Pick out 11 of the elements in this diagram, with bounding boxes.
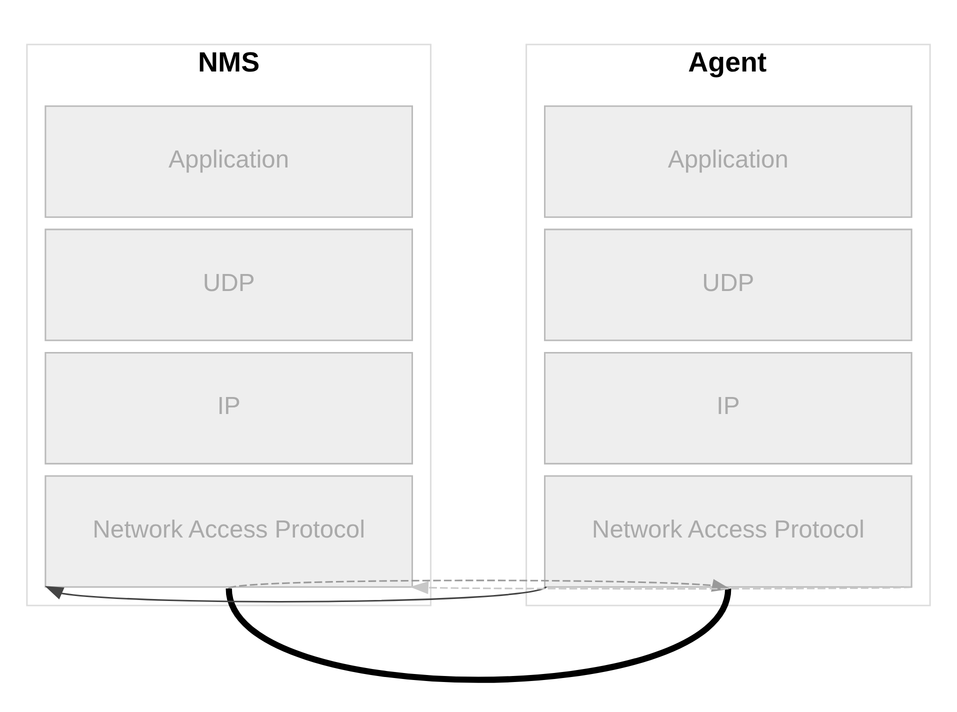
node-box: Application xyxy=(544,105,912,218)
node-box: Network Access Protocol xyxy=(544,475,912,588)
arrow xyxy=(44,586,547,602)
node-box: IP xyxy=(44,352,413,464)
arrow xyxy=(410,581,912,594)
node-box: UDP xyxy=(544,228,912,342)
node-box: Network Access Protocol xyxy=(44,475,413,588)
node-box: UDP xyxy=(44,228,413,342)
connector xyxy=(226,588,732,683)
node-box: Application xyxy=(44,105,413,218)
node-box: IP xyxy=(544,352,912,464)
